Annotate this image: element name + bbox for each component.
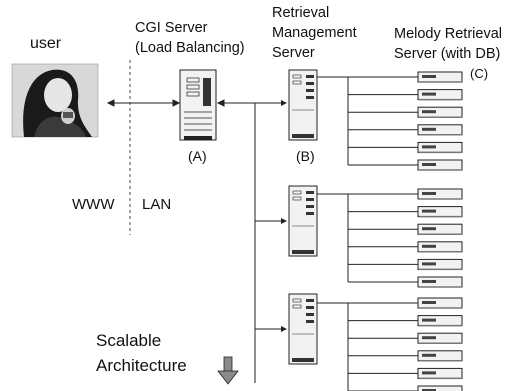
melody-server-label: Melody Retrieval Server (with DB) <box>394 26 502 62</box>
melody-server-icon <box>348 367 463 380</box>
melody-server-icon <box>348 124 463 136</box>
bus-arrow <box>255 326 287 332</box>
label-c: (C) <box>470 66 489 81</box>
cgi-server-icon <box>179 69 217 141</box>
melody-server-icon <box>348 89 463 101</box>
melody-server-icon <box>348 71 463 83</box>
cgi-server-label: CGI Server (Load Balancing) <box>135 20 245 56</box>
melody-server-icon <box>348 241 463 253</box>
user-label: user <box>30 35 62 52</box>
melody-server-icon <box>348 332 463 344</box>
melody-server-icon <box>348 106 463 118</box>
scalable-down-arrow-icon <box>217 356 239 385</box>
melody-server-icon <box>348 223 463 235</box>
melody-server-icon <box>348 315 463 327</box>
melody-server-icon <box>348 350 463 362</box>
melody-server-icon <box>348 206 463 218</box>
bus-arrow <box>255 218 287 224</box>
melody-server-icon <box>348 141 463 154</box>
retrieval-server-icon <box>288 69 318 141</box>
melody-server-icon <box>348 276 463 288</box>
label-a: (A) <box>188 148 207 164</box>
user-photo <box>11 63 99 138</box>
melody-server-icon <box>348 297 463 309</box>
label-b: (B) <box>296 148 315 164</box>
retrieval-server-icon <box>288 293 318 365</box>
melody-server-icon <box>348 385 463 391</box>
melody-server-icon <box>348 188 463 200</box>
retrieval-server-icon <box>288 185 318 257</box>
melody-server-icon <box>348 159 463 171</box>
scalable-architecture-label: Scalable Architecture <box>96 331 187 375</box>
bus-arrow <box>255 100 287 106</box>
lan-label: LAN <box>142 196 172 213</box>
retrieval-server-label: Retrieval Management Server <box>272 5 357 61</box>
melody-server-icon <box>348 258 463 271</box>
www-label: WWW <box>72 196 115 213</box>
